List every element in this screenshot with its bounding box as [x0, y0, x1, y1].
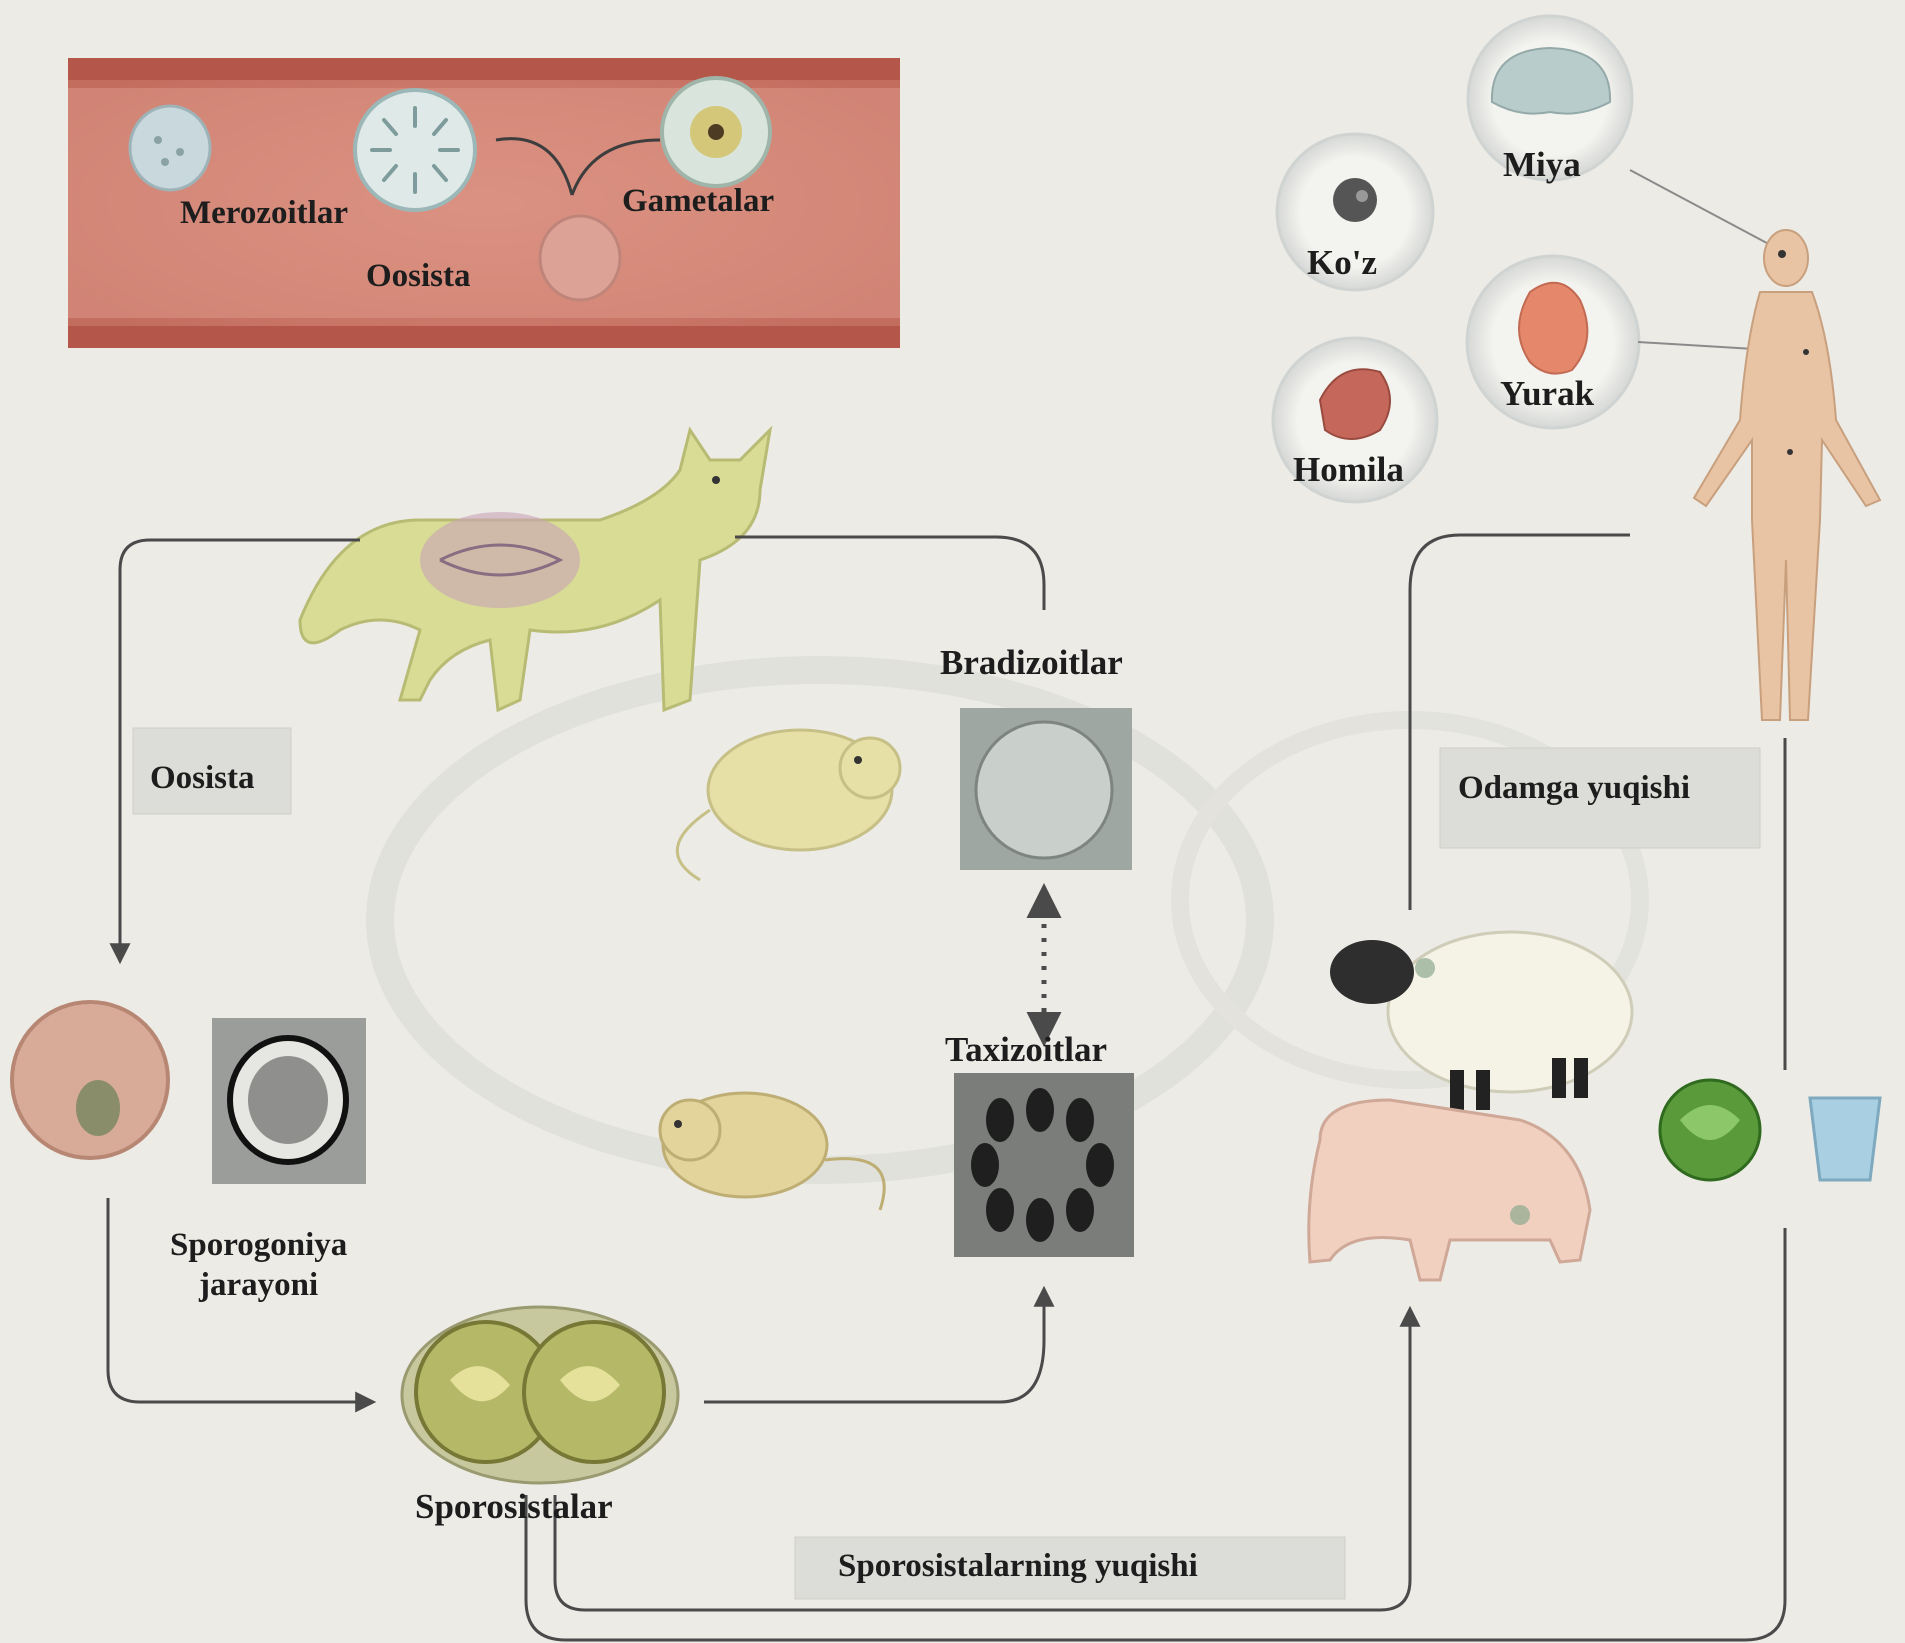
arrow-sporocysts-to-tachyzoites [704, 1290, 1044, 1402]
fetus-label: Homila [1293, 450, 1404, 490]
human-figure-icon [1694, 230, 1880, 720]
water-glass-icon [1810, 1098, 1880, 1180]
sporocysts-label: Sporosistalar [415, 1487, 613, 1527]
gametes-label: Gametalar [622, 183, 774, 220]
tachyzoites-label: Taxizoitlar [945, 1030, 1107, 1070]
eye-icon [1333, 178, 1377, 222]
cabbage-icon [1660, 1080, 1760, 1180]
sporogony-label: Sporogoniya jarayoni [170, 1226, 347, 1305]
sporocysts-icon [402, 1307, 678, 1483]
tachyzoite-micrograph [954, 1073, 1134, 1257]
oocyst-cell-icon [540, 216, 620, 300]
human-transmission-label: Odamga yuqishi [1458, 770, 1690, 807]
merozoites-label: Merozoitlar [180, 195, 348, 232]
eye-label: Ko'z [1307, 243, 1377, 283]
oocyst-large-icon [12, 1002, 168, 1158]
bradyzoites-label: Bradizoitlar [940, 643, 1123, 683]
vessel-oocyst-label: Oosista [366, 258, 471, 295]
heart-icon [1519, 283, 1587, 374]
oocyst-box-label: Oosista [150, 760, 255, 797]
mouse-top-icon [677, 730, 900, 880]
mouse-bottom-icon [660, 1093, 884, 1210]
heart-label: Yurak [1500, 374, 1594, 414]
arrow-bradyzoites-to-cat [735, 537, 1044, 610]
sporocyst-transmission-label: Sporosistalarning yuqishi [838, 1548, 1198, 1585]
merozoite-cell-icon [130, 106, 210, 190]
oocyst-micrograph [212, 1018, 366, 1184]
pig-icon [1309, 1100, 1590, 1280]
bradyzoite-micrograph [960, 708, 1132, 870]
brain-label: Miya [1503, 145, 1581, 185]
